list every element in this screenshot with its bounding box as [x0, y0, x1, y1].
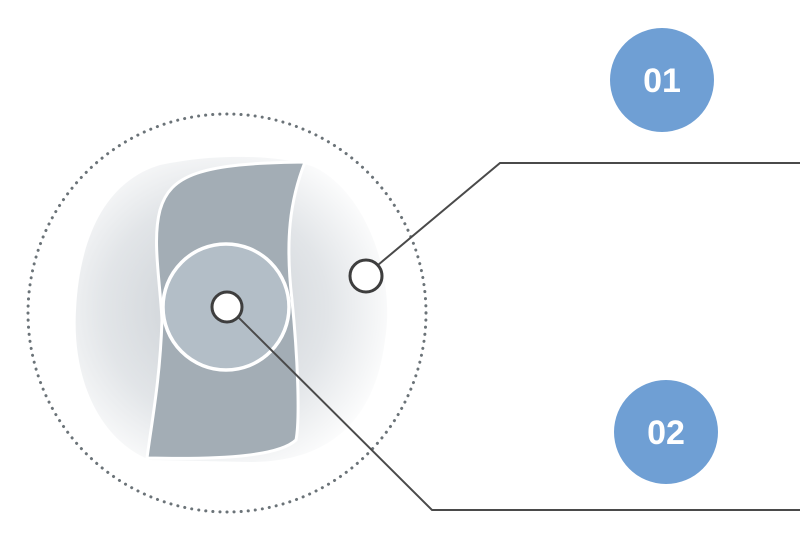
leader-line-01	[365, 162, 800, 276]
dotted-ring	[26, 112, 428, 514]
badge-02: 02	[614, 380, 718, 484]
leader-line-02	[227, 306, 800, 511]
marker-circle-outer-icon	[348, 258, 384, 294]
marker-circle-center-icon	[210, 290, 244, 324]
badge-01-label: 01	[643, 62, 681, 100]
badge-01: 01	[610, 28, 714, 132]
badge-02-label: 02	[647, 414, 685, 452]
